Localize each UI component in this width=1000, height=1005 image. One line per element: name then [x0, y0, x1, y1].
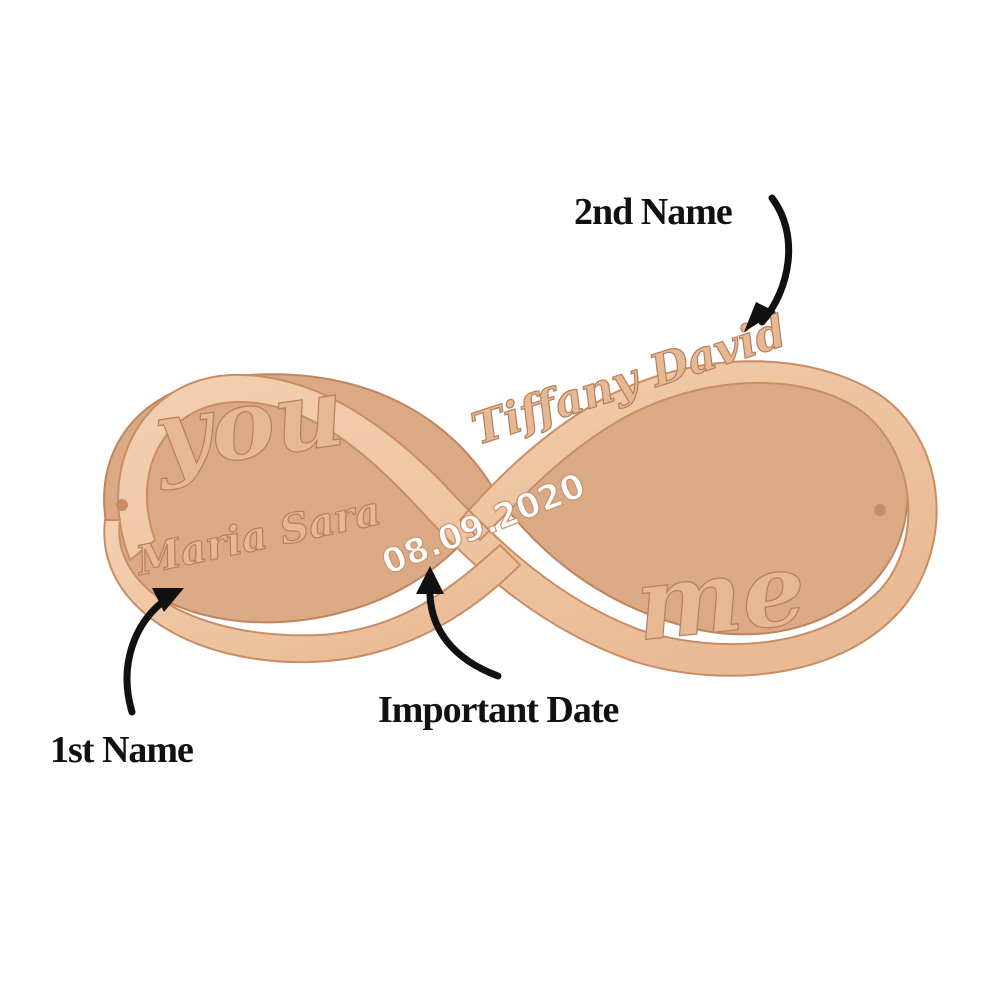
peg-right [874, 504, 886, 516]
infinity-back-plate [103, 373, 909, 636]
peg-left [116, 499, 128, 511]
infinity-front-loop [103, 360, 938, 677]
callout-important-date: Important Date [378, 689, 619, 731]
engraving-you: you [145, 354, 350, 493]
arrow-first-name [123, 588, 184, 716]
engraving-me: me [630, 529, 811, 664]
callout-first-name: 1st Name [50, 729, 194, 771]
arrow-second-name [744, 194, 793, 332]
arrow-important-date [416, 566, 502, 680]
callout-second-name: 2nd Name [574, 191, 733, 233]
